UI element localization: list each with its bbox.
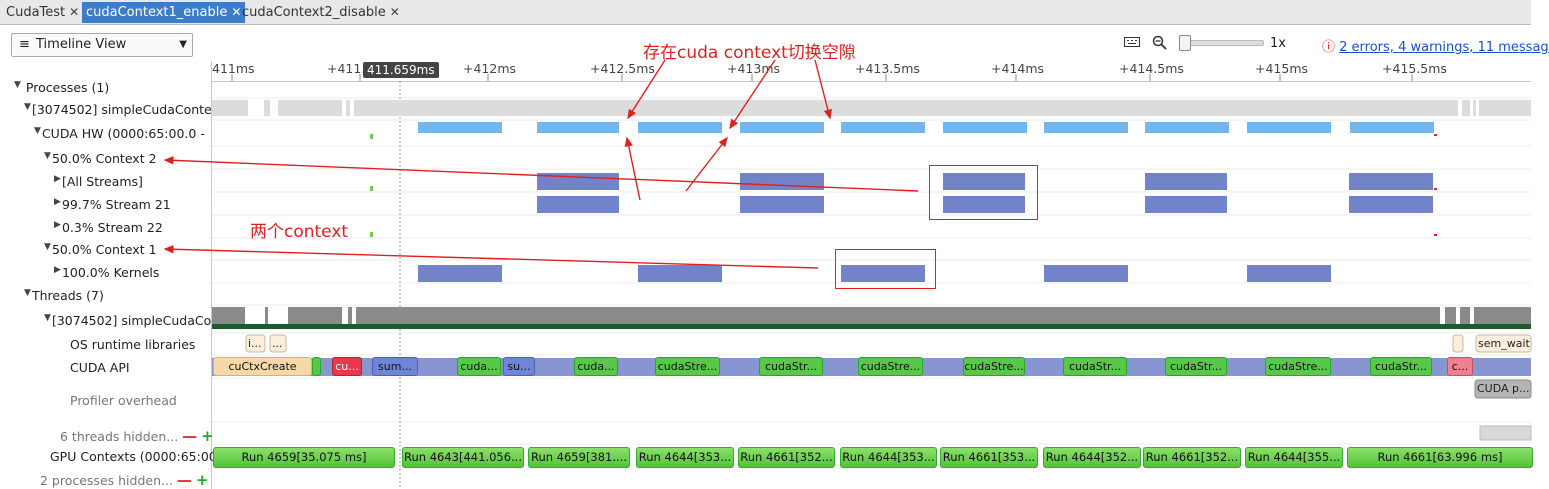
- expand-arrow-icon[interactable]: ▼: [24, 288, 31, 298]
- tree-row-threads[interactable]: ▼ Threads (7): [24, 288, 104, 303]
- gpu-run[interactable]: Run 4661[353...: [940, 447, 1038, 468]
- tab-cudacontext1-enable[interactable]: cudaContext1_enable✕: [82, 2, 246, 23]
- tree-row-threads-hidden[interactable]: 6 threads hidden... — +: [60, 427, 214, 445]
- tab-bar: CudaTest✕ cudaContext1_enable✕ cudaConte…: [0, 0, 1531, 25]
- close-icon[interactable]: ✕: [389, 5, 400, 19]
- api-call[interactable]: su...: [503, 357, 535, 376]
- api-call[interactable]: cudaStr...: [759, 357, 823, 376]
- annotation-box-context1: [835, 249, 936, 289]
- profiler-overhead-call[interactable]: CUDA p...: [1477, 382, 1530, 395]
- collapse-icon[interactable]: —: [176, 471, 192, 489]
- annotation-gap-note: 存在cuda context切换空隙: [643, 43, 856, 63]
- expand-arrow-icon[interactable]: ▼: [24, 102, 31, 112]
- tick-label: +413.5ms: [855, 61, 920, 76]
- expand-arrow-icon[interactable]: ▼: [44, 151, 51, 161]
- toolbar: ≡ Timeline View ▼ 1x ⓘ 2 errors, 4 warni…: [0, 25, 1549, 61]
- gpu-run[interactable]: Run 4659[35.075 ms]: [213, 447, 395, 468]
- tree-row-cuda-hw[interactable]: ▼ CUDA HW (0000:65:00.0 -: [34, 126, 205, 141]
- os-runtime-call[interactable]: sem_wait: [1478, 337, 1530, 350]
- keyboard-icon[interactable]: [1124, 37, 1140, 47]
- api-call[interactable]: cudaStr...: [1165, 357, 1227, 376]
- annotation-box-context2: [929, 165, 1038, 220]
- add-icon[interactable]: +: [195, 471, 209, 489]
- tab-cudacontext2-disable[interactable]: cudaContext2_disable✕: [242, 5, 400, 20]
- api-call[interactable]: cudaStre...: [655, 357, 720, 376]
- gpu-run[interactable]: Run 4644[352...: [1043, 447, 1141, 468]
- view-selector[interactable]: ≡ Timeline View ▼: [11, 33, 193, 57]
- api-call[interactable]: cuCtxCreate: [213, 357, 312, 376]
- gpu-run[interactable]: Run 4644[353...: [636, 447, 734, 468]
- expand-arrow-icon[interactable]: ▶: [54, 265, 61, 275]
- tree-row-kernels[interactable]: ▶ 100.0% Kernels: [54, 265, 160, 280]
- api-call-small[interactable]: [312, 357, 321, 376]
- tree-row-thread[interactable]: ▼ [3074502] simpleCudaCo: [44, 313, 212, 328]
- tree-row-profiler-overhead[interactable]: Profiler overhead: [70, 393, 177, 408]
- collapse-icon[interactable]: —: [182, 427, 198, 445]
- view-selector-label: Timeline View: [36, 37, 127, 52]
- zoom-out-icon[interactable]: [1152, 35, 1167, 50]
- tick-label: +415ms: [1255, 61, 1309, 76]
- gpu-run[interactable]: Run 4644[353...: [840, 447, 937, 468]
- tree-row-process[interactable]: ▼ [3074502] simpleCudaConte: [24, 102, 212, 117]
- tree-row-context-1[interactable]: ▼ 50.0% Context 1: [44, 242, 157, 257]
- expand-arrow-icon[interactable]: ▶: [54, 197, 61, 207]
- tree-row-processes-hidden[interactable]: 2 processes hidden... — +: [40, 471, 209, 489]
- close-icon[interactable]: ✕: [69, 5, 80, 19]
- tick-label: +414ms: [991, 61, 1045, 76]
- zoom-level: 1x: [1270, 36, 1286, 51]
- api-call[interactable]: sum...: [372, 357, 418, 376]
- tree-row-all-streams[interactable]: ▶ [All Streams]: [54, 174, 143, 189]
- gpu-run[interactable]: Run 4661[352...: [738, 447, 835, 468]
- api-call[interactable]: cudaStre...: [963, 357, 1025, 376]
- expand-arrow-icon[interactable]: ▼: [34, 126, 41, 136]
- tree-row-stream-22[interactable]: ▶ 0.3% Stream 22: [54, 220, 163, 235]
- tick-label: +414.5ms: [1119, 61, 1184, 76]
- time-ruler: 0s▼ 411ms +411. +412ms +412.5ms +413ms +…: [0, 61, 1531, 82]
- expand-arrow-icon[interactable]: ▼: [44, 242, 51, 252]
- close-icon[interactable]: ✕: [231, 5, 242, 19]
- tick-label: +412ms: [463, 61, 517, 76]
- gpu-run[interactable]: Run 4661[352...: [1143, 447, 1241, 468]
- tick-label: 411ms: [212, 61, 255, 76]
- os-runtime-call[interactable]: ...: [272, 337, 283, 350]
- tab-cudatest[interactable]: CudaTest✕: [6, 5, 80, 20]
- api-call[interactable]: cuda...: [457, 357, 501, 376]
- add-icon[interactable]: +: [201, 427, 214, 445]
- expand-arrow-icon[interactable]: ▶: [54, 220, 61, 230]
- api-call[interactable]: cudaStre...: [858, 357, 923, 376]
- gpu-run[interactable]: Run 4659[381....: [528, 447, 630, 468]
- gpu-run[interactable]: Run 4644[355...: [1245, 447, 1343, 468]
- api-call[interactable]: cu...: [332, 357, 362, 376]
- menu-icon: ≡: [19, 37, 30, 52]
- zoom-slider-handle[interactable]: [1179, 35, 1191, 51]
- api-call[interactable]: cuda...: [574, 357, 618, 376]
- tick-label: +413ms: [727, 61, 781, 76]
- cursor-time-label: 411.659ms: [363, 62, 439, 78]
- api-call[interactable]: cudaStr...: [1370, 357, 1432, 376]
- tick-label: +411.: [327, 61, 366, 76]
- error-icon: ⓘ: [1322, 40, 1336, 55]
- row-tree-pane: [0, 61, 212, 489]
- tree-row-cuda-api[interactable]: CUDA API: [70, 360, 130, 375]
- expand-arrow-icon[interactable]: ▶: [54, 174, 61, 184]
- tree-row-os-runtime[interactable]: OS runtime libraries: [70, 337, 196, 352]
- os-runtime-call[interactable]: i...: [248, 337, 262, 350]
- gpu-run[interactable]: Run 4643[441.056...: [402, 447, 524, 468]
- expand-arrow-icon[interactable]: ▼: [14, 80, 21, 90]
- tree-row-stream-21[interactable]: ▶ 99.7% Stream 21: [54, 197, 171, 212]
- api-call[interactable]: cudaStr...: [1063, 357, 1127, 376]
- tree-row-gpu-contexts[interactable]: GPU Contexts (0000:65:00: [50, 449, 217, 464]
- zoom-slider[interactable]: [1179, 35, 1264, 51]
- tick-label: +412.5ms: [590, 61, 655, 76]
- tree-row-processes[interactable]: ▼ Processes (1): [14, 80, 110, 95]
- expand-arrow-icon[interactable]: ▼: [44, 313, 51, 323]
- diagnostics-link[interactable]: ⓘ 2 errors, 4 warnings, 11 messag: [1322, 40, 1549, 55]
- annotation-two-contexts: 两个context: [250, 222, 349, 242]
- gpu-run[interactable]: Run 4661[63.996 ms]: [1347, 447, 1533, 468]
- api-call[interactable]: c...: [1447, 357, 1473, 376]
- tick-label: +415.5ms: [1382, 61, 1447, 76]
- chevron-down-icon: ▼: [179, 39, 187, 50]
- tree-row-context-2[interactable]: ▼ 50.0% Context 2: [44, 151, 157, 166]
- api-call[interactable]: cudaStre...: [1265, 357, 1331, 376]
